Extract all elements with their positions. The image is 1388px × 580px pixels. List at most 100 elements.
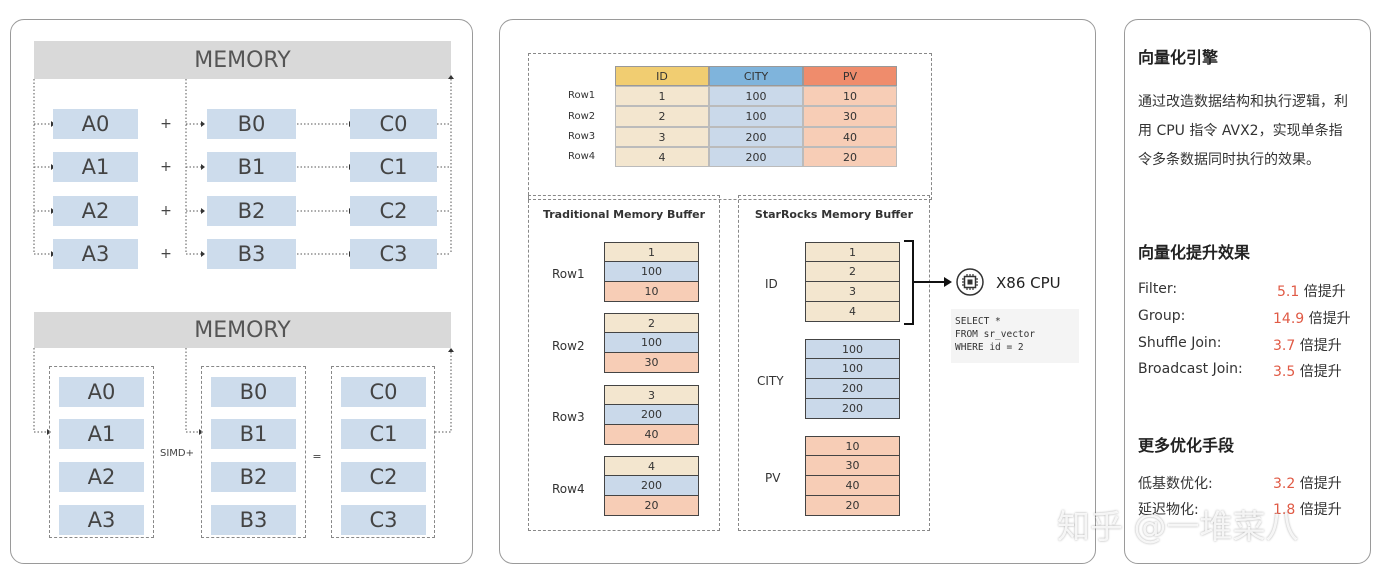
column-label-pv: PV	[765, 471, 781, 485]
simd-c-cell: C2	[341, 462, 426, 492]
city-column-cell: 200	[805, 399, 900, 419]
id-column-cell: 1	[805, 242, 900, 262]
metric-suffix: 倍提升	[1299, 502, 1342, 518]
pv-column-cell: 40	[805, 476, 900, 496]
buffer-row-label: Row2	[552, 339, 585, 353]
header-pv: PV	[803, 66, 897, 86]
metric-number: 1.8	[1273, 502, 1296, 518]
simd-a-cell: A0	[59, 377, 144, 407]
table-cell: 200	[709, 147, 803, 167]
section-title-more-optimizations: 更多优化手段	[1138, 436, 1235, 455]
metric-label: Group:	[1138, 308, 1186, 324]
buffer-cell: 200	[604, 405, 699, 425]
memory-buffer-panel: ID CITY PV Row1 1 100 10 Row2 2 100 30 R…	[499, 19, 1096, 564]
buffer-cell: 20	[604, 496, 699, 516]
buffer-row-label: Row4	[552, 482, 585, 496]
metric-value: 3.5 倍提升	[1273, 361, 1368, 381]
table-row-label: Row4	[568, 151, 596, 162]
metric-suffix: 倍提升	[1299, 338, 1342, 354]
metric-label: Filter:	[1138, 281, 1178, 297]
simd-b-register	[201, 366, 306, 538]
table-cell: 200	[709, 127, 803, 147]
a-cell: A3	[53, 239, 138, 269]
metric-label: Shuffle Join:	[1138, 335, 1222, 351]
id-column-cell: 2	[805, 262, 900, 282]
section-title-vector-gains: 向量化提升效果	[1138, 243, 1251, 262]
simd-b-cell: B2	[211, 462, 296, 492]
buffer-cell: 100	[604, 262, 699, 282]
plus-sign: +	[160, 159, 172, 175]
table-cell: 20	[803, 147, 897, 167]
simd-c-cell: C3	[341, 505, 426, 535]
opt-metric-value: 3.2 倍提升	[1273, 473, 1368, 493]
a-cell: A2	[53, 196, 138, 226]
bracket-arrow	[904, 240, 952, 325]
table-row-label: Row2	[568, 111, 596, 122]
metric-suffix: 倍提升	[1303, 284, 1346, 300]
memory-bar-bottom: MEMORY	[34, 312, 451, 348]
plus-sign: +	[160, 203, 172, 219]
buffer-cell: 10	[604, 282, 699, 302]
metric-value: 3.7 倍提升	[1273, 335, 1368, 355]
starrocks-buffer-box	[738, 195, 930, 531]
table-cell: 2	[615, 106, 709, 127]
b-cell: B3	[207, 239, 296, 269]
b-cell: B0	[207, 109, 296, 139]
table-cell: 40	[803, 127, 897, 147]
c-cell: C0	[350, 109, 437, 139]
opt-metric-label: 延迟物化:	[1138, 502, 1199, 518]
vector-engine-description: 通过改造数据结构和执行逻辑，利用 CPU 指令 AVX2，实现单条指令多条数据同…	[1138, 94, 1348, 168]
simd-c-cell: C0	[341, 377, 426, 407]
c-cell: C2	[350, 196, 437, 226]
plus-sign: +	[160, 116, 172, 132]
metric-number: 14.9	[1273, 311, 1305, 327]
section-title-vector-engine: 向量化引擎	[1138, 48, 1219, 67]
cpu-chip-icon	[956, 268, 984, 296]
source-table-box	[528, 53, 932, 200]
id-column-cell: 3	[805, 282, 900, 302]
table-row-label: Row1	[568, 90, 596, 101]
opt-metric-value: 1.8 倍提升	[1273, 499, 1368, 519]
table-cell: 30	[803, 106, 897, 127]
equals-sign: =	[312, 449, 322, 463]
header-city: CITY	[709, 66, 803, 86]
buffer-cell: 2	[604, 313, 699, 333]
summary-panel: 向量化引擎 通过改造数据结构和执行逻辑，利用 CPU 指令 AVX2，实现单条指…	[1124, 19, 1371, 564]
table-cell: 100	[709, 86, 803, 106]
metric-number: 5.1	[1277, 284, 1300, 300]
pv-column-cell: 10	[805, 436, 900, 456]
starrocks-buffer-title: StarRocks Memory Buffer	[754, 208, 914, 221]
table-cell: 4	[615, 147, 709, 167]
column-label-city: CITY	[757, 374, 784, 388]
metric-number: 3.2	[1273, 476, 1296, 492]
simd-a-cell: A2	[59, 462, 144, 492]
metric-suffix: 倍提升	[1308, 311, 1351, 327]
city-column-cell: 200	[805, 379, 900, 399]
simd-a-register	[49, 366, 154, 538]
pv-column-cell: 30	[805, 456, 900, 476]
metric-suffix: 倍提升	[1299, 476, 1342, 492]
city-column-cell: 100	[805, 339, 900, 359]
opt-metric-label: 低基数优化:	[1138, 476, 1213, 492]
a-cell: A1	[53, 152, 138, 182]
metric-number: 3.7	[1273, 338, 1296, 354]
metric-label: Broadcast Join:	[1138, 361, 1243, 377]
table-cell: 3	[615, 127, 709, 147]
table-cell: 10	[803, 86, 897, 106]
city-column-cell: 100	[805, 359, 900, 379]
simd-b-cell: B1	[211, 419, 296, 449]
simd-c-register	[331, 366, 435, 538]
table-cell: 100	[709, 106, 803, 127]
watermark: 知乎 @一堆菜八	[1057, 507, 1299, 546]
simd-c-cell: C1	[341, 419, 426, 449]
metric-value: 5.1 倍提升	[1277, 281, 1365, 301]
buffer-cell: 100	[604, 333, 699, 353]
buffer-cell: 30	[604, 353, 699, 373]
traditional-buffer-title: Traditional Memory Buffer	[542, 208, 706, 221]
header-id: ID	[615, 66, 709, 86]
metric-suffix: 倍提升	[1299, 364, 1342, 380]
id-column-cell: 4	[805, 302, 900, 322]
c-cell: C1	[350, 152, 437, 182]
metric-value: 14.9 倍提升	[1273, 308, 1368, 328]
simd-plus-label: SIMD+	[159, 447, 194, 459]
